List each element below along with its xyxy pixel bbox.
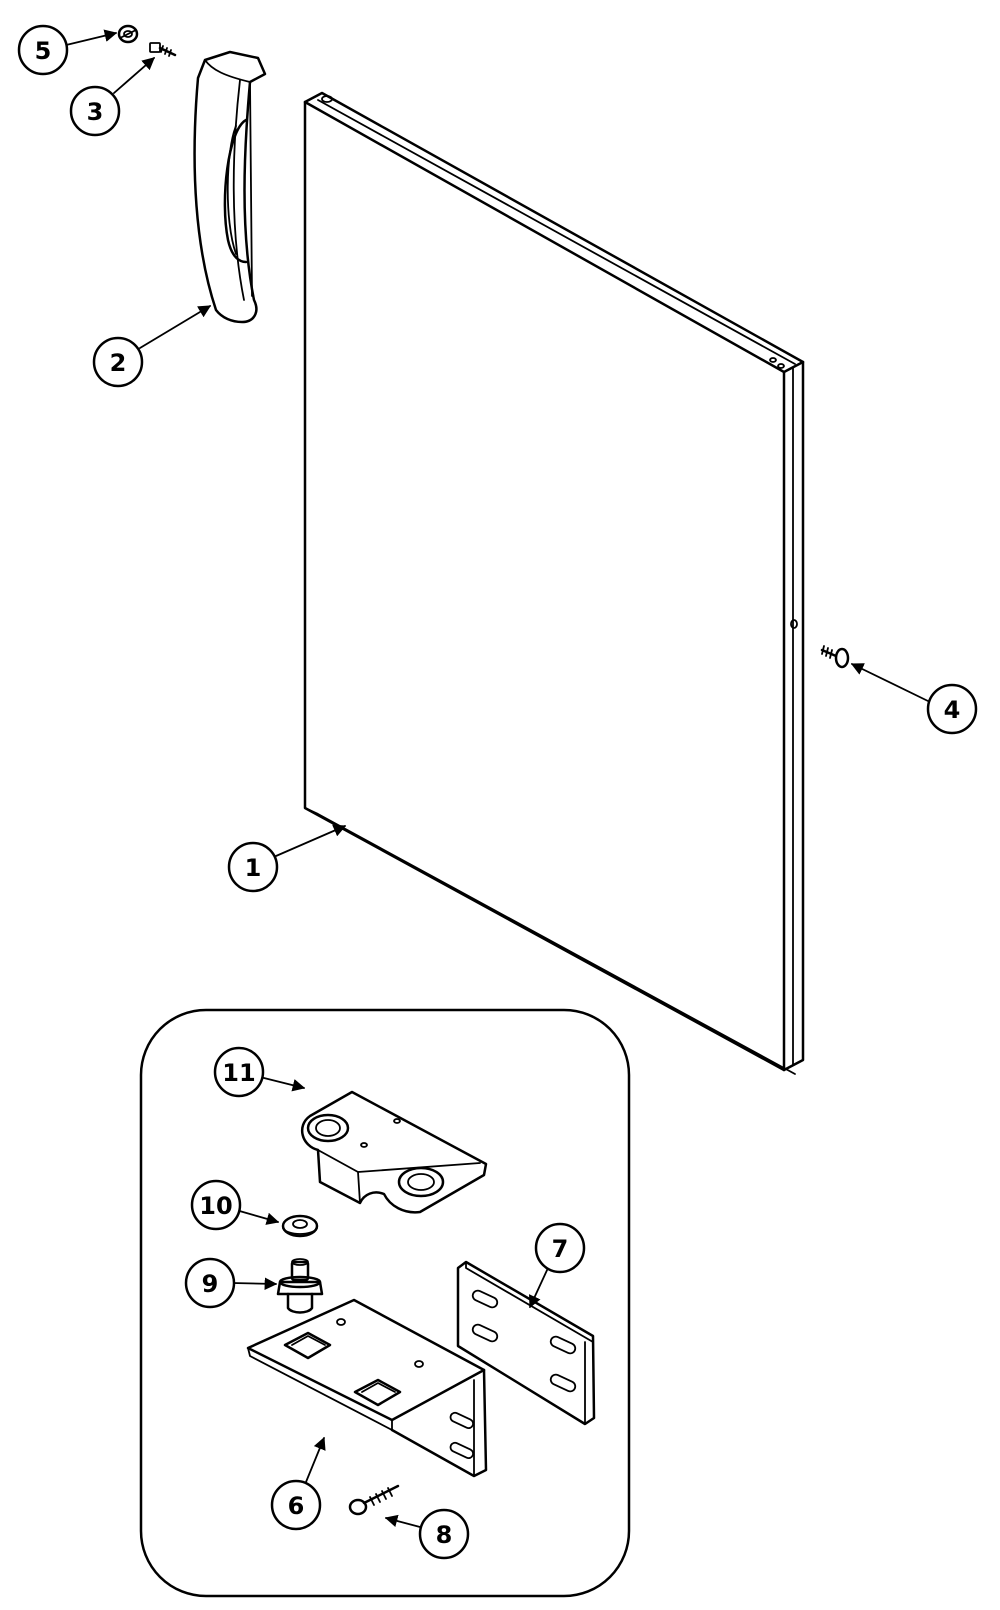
callout-6-label: 6 — [288, 1492, 305, 1520]
callout-9-label: 9 — [202, 1270, 219, 1298]
handle-screw — [149, 42, 177, 57]
callout-10: 10 — [190, 1179, 242, 1231]
hinge-washer — [281, 1214, 319, 1238]
callout-8-label: 8 — [436, 1521, 453, 1549]
callout-6: 6 — [270, 1479, 322, 1531]
door-stop-pin — [820, 645, 850, 669]
callout-3: 3 — [69, 85, 121, 137]
callout-1-label: 1 — [245, 854, 262, 882]
callout-3-label: 3 — [87, 98, 104, 126]
top-hinge-plate — [300, 1090, 488, 1214]
leader-lines — [61, 29, 931, 1528]
callout-5-label: 5 — [35, 37, 52, 65]
callout-1: 1 — [227, 841, 279, 893]
callout-2: 2 — [92, 336, 144, 388]
callout-8: 8 — [418, 1508, 470, 1560]
bottom-hinge-bracket — [246, 1298, 488, 1478]
hinge-pin — [276, 1258, 324, 1314]
callout-2-label: 2 — [110, 349, 127, 377]
callout-9: 9 — [184, 1257, 236, 1309]
callout-11-label: 11 — [222, 1059, 255, 1087]
callout-4: 4 — [926, 683, 978, 735]
door-panel — [303, 91, 805, 1075]
callout-10-label: 10 — [199, 1192, 232, 1220]
callout-5: 5 — [17, 24, 69, 76]
callout-7: 7 — [534, 1222, 586, 1274]
callout-11: 11 — [213, 1046, 265, 1098]
hinge-shim-plate — [456, 1260, 596, 1426]
callout-4-label: 4 — [944, 696, 961, 724]
hinge-screw — [348, 1484, 400, 1516]
door-handle — [193, 50, 267, 324]
plug-button — [117, 24, 139, 44]
hinge-kit-frame — [139, 1008, 631, 1598]
callout-7-label: 7 — [552, 1235, 569, 1263]
